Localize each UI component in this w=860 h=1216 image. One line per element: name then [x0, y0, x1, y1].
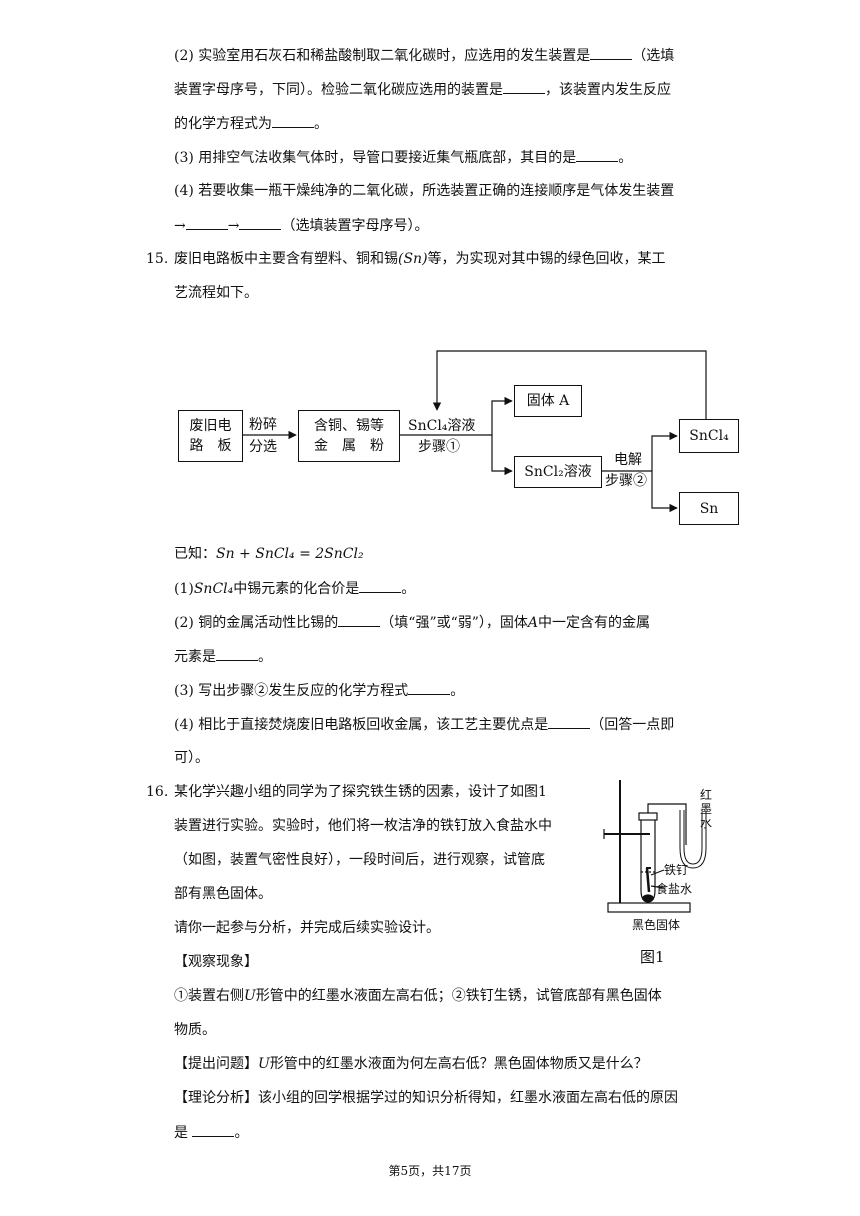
- q16-question: 【提出问题】U形管中的红墨水液面为何左高右低？黑色固体物质又是什么？: [174, 1056, 648, 1072]
- flow-box-waste-board: 废旧电 路 板: [178, 410, 243, 462]
- answer-blank[interactable]: [576, 147, 619, 162]
- fig-label-salt-water: 食盐水: [656, 882, 693, 896]
- q14-line-2: 装置字母序号，下同）。检验二氧化碳应选用的装置是，该装置内发生反应: [174, 79, 671, 100]
- connecting-tube: [647, 803, 687, 845]
- q15-sub-2: (2) 铜的金属活动性比锡的（填“强”或“弱”），固体A中一定含有的金属: [174, 612, 650, 633]
- flow-box-sn: Sn: [679, 492, 739, 525]
- answer-blank[interactable]: [548, 714, 591, 729]
- q16-line-2: 装置进行实验。实验时，他们将一枚洁净的铁钉放入食盐水中: [174, 818, 552, 834]
- q15-intro-1: 废旧电路板中主要含有塑料、铜和锡(Sn)等，为实现对其中锡的绿色回收，某工: [174, 251, 666, 267]
- question-number: 15.: [146, 251, 169, 267]
- q14-line-5: (4) 若要收集一瓶干燥纯净的二氧化碳，所选装置正确的连接顺序是气体发生装置: [174, 183, 675, 199]
- q16-line-5: 请你一起参与分析，并完成后续实验设计。: [174, 920, 440, 936]
- flow-label-step2: 步骤②: [605, 473, 647, 489]
- flow-label-sort: 分选: [249, 439, 277, 455]
- q16-obs-title: 【观察现象】: [174, 954, 258, 970]
- q15-sub-2-cont: 元素是。: [174, 646, 272, 667]
- answer-blank[interactable]: [590, 45, 633, 60]
- test-tube: [640, 818, 656, 903]
- arrow-to-sncl4: [651, 431, 678, 471]
- stand-base: [607, 902, 691, 913]
- q14-line-3: 的化学方程式为。: [174, 113, 328, 134]
- fig-label-red-ink: 红 墨 水: [700, 788, 713, 830]
- q15-known: 已知：Sn + SnCl₄ = 2SnCl₂: [174, 546, 364, 562]
- flow-label-electrolysis: 电解: [614, 452, 642, 468]
- arrow-recycle: [432, 350, 707, 419]
- answer-blank[interactable]: [503, 79, 545, 94]
- q15-sub-3: (3) 写出步骤②发生反应的化学方程式。: [174, 680, 464, 701]
- flow-label-crush: 粉碎: [249, 417, 277, 433]
- q15-sub-1: (1)SnCl₄中锡元素的化合价是。: [174, 578, 415, 599]
- black-solid: [642, 894, 654, 902]
- question-number: 16.: [146, 784, 169, 800]
- flow-box-sncl4: SnCl₄: [679, 419, 739, 453]
- q15-sub-4-cont: 可）。: [174, 750, 209, 766]
- flow-box-metal-powder: 含铜、锡等 金 属 粉: [298, 410, 400, 462]
- q16-line-4: 部有黑色固体。: [174, 886, 272, 902]
- answer-blank[interactable]: [338, 612, 381, 627]
- arrow-to-solid-a: [491, 396, 513, 435]
- iron-nail: [645, 867, 651, 893]
- q14-line-1: (2) 实验室用石灰石和稀盐酸制取二氧化碳时，应选用的发生装置是（选填: [174, 45, 674, 66]
- q16-theory: 【理论分析】该小组的回学根据学过的知识分析得知，红墨水液面左高右低的原因: [174, 1090, 678, 1106]
- flow-label-sncl4-solution: SnCl₄溶液: [408, 418, 476, 434]
- page-footer: 第5页，共17页: [388, 1164, 472, 1178]
- arrow-to-sn: [651, 471, 678, 513]
- tube-stopper: [638, 812, 658, 821]
- answer-blank[interactable]: [185, 215, 228, 230]
- flow-label-step1: 步骤①: [418, 439, 460, 455]
- q16-line-1: 某化学兴趣小组的同学为了探究铁生锈的因素，设计了如图1: [174, 784, 547, 800]
- answer-blank[interactable]: [359, 578, 402, 593]
- q14-line-6: →→（选填装置字母序号）。: [174, 215, 428, 236]
- fig-label-black-solid: 黑色固体: [632, 918, 681, 932]
- arrow-to-sncl2: [491, 435, 513, 476]
- answer-blank[interactable]: [239, 215, 282, 230]
- fig-label-nail: 铁钉: [664, 863, 689, 877]
- q15-sub-4: (4) 相比于直接焚烧废旧电路板回收金属，该工艺主要优点是（回答一点即: [174, 714, 674, 735]
- q16-line-3: （如图，装置气密性良好），一段时间后，进行观察，试管底: [174, 852, 545, 868]
- q16-obs-1: ①装置右侧U形管中的红墨水液面左高右低；②铁钉生锈，试管底部有黑色固体: [174, 988, 662, 1004]
- answer-blank[interactable]: [408, 680, 451, 695]
- q15-intro-2: 艺流程如下。: [174, 285, 258, 301]
- q16-theory-cont: 是 。: [174, 1122, 248, 1143]
- flow-box-sncl2-solution: SnCl₂溶液: [514, 456, 602, 488]
- q16-obs-2: 物质。: [174, 1022, 216, 1038]
- q14-line-4: (3) 用排空气法收集气体时，导管口要接近集气瓶底部，其目的是。: [174, 147, 632, 168]
- fig-caption: 图1: [640, 948, 665, 966]
- answer-blank[interactable]: [272, 113, 314, 128]
- flow-box-solid-a: 固体 A: [514, 385, 582, 417]
- answer-blank[interactable]: [192, 1122, 235, 1137]
- answer-blank[interactable]: [216, 646, 258, 661]
